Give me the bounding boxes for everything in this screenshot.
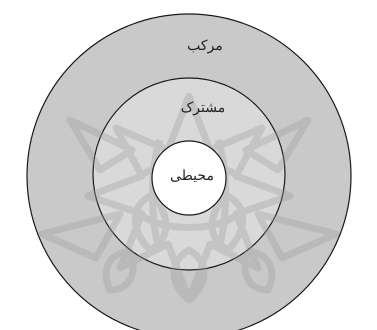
inner-ring-label: محیطی (170, 168, 214, 184)
outer-ring-label: مرکب (187, 38, 223, 54)
middle-ring-label: مشترک (181, 100, 225, 116)
